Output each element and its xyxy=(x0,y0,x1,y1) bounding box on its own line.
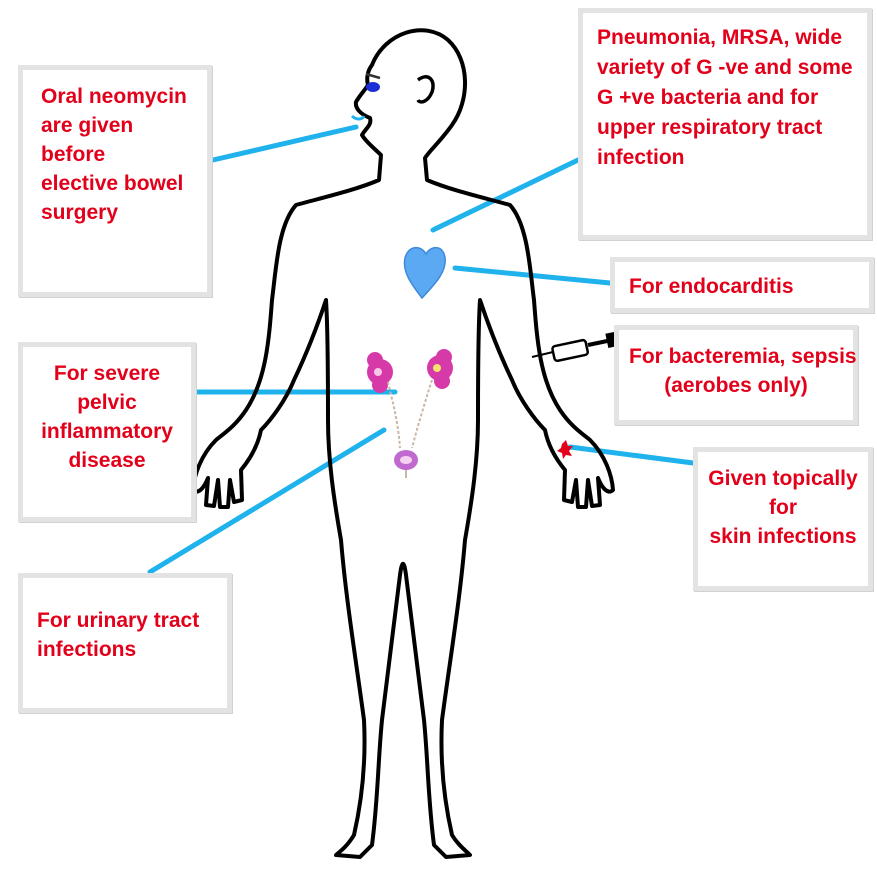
callout-line: Given topically xyxy=(704,464,862,493)
syringe-icon xyxy=(532,333,616,361)
mouth-marker xyxy=(352,116,364,119)
callout-line: inflammatory xyxy=(31,417,183,446)
callout-line: infections xyxy=(37,635,217,664)
bladder-icon xyxy=(394,450,418,478)
callout-line: (aerobes only) xyxy=(629,371,843,400)
callout-line: upper respiratory tract xyxy=(597,113,857,143)
heart-icon xyxy=(404,248,445,298)
callout-oral-neomycin: Oral neomycin are given before elective … xyxy=(18,65,212,297)
callout-line: For severe xyxy=(31,359,183,388)
leader-line-pneumonia xyxy=(433,160,578,230)
human-body-outline xyxy=(193,30,613,857)
callout-line: For urinary tract xyxy=(37,606,217,635)
callout-skin: Given topically for skin infections xyxy=(693,447,873,591)
callout-line: disease xyxy=(31,446,183,475)
callout-urinary: For urinary tract infections xyxy=(18,573,232,713)
callout-line: variety of G -ve and some xyxy=(597,53,857,83)
callout-line: pelvic xyxy=(31,388,183,417)
callout-line: for xyxy=(704,493,862,522)
callout-line: are given xyxy=(41,111,197,140)
callout-line: skin infections xyxy=(704,522,862,551)
callout-line: For bacteremia, sepsis xyxy=(629,342,843,371)
callout-line: elective bowel xyxy=(41,169,197,198)
callout-line: Oral neomycin xyxy=(41,82,197,111)
callout-line: infection xyxy=(597,143,857,173)
leader-line-skin xyxy=(570,447,693,463)
eye-icon xyxy=(366,82,380,92)
callout-line: before xyxy=(41,140,197,169)
callout-line: G +ve bacteria and for xyxy=(597,83,857,113)
leader-line-oral xyxy=(213,127,356,160)
callout-bacteremia: For bacteremia, sepsis (aerobes only) xyxy=(614,325,858,425)
callout-line: For endocarditis xyxy=(629,272,859,301)
callout-pneumonia: Pneumonia, MRSA, wide variety of G -ve a… xyxy=(578,8,872,240)
callout-line: surgery xyxy=(41,198,197,227)
callout-endocarditis: For endocarditis xyxy=(610,257,874,313)
kidney-icon xyxy=(367,349,453,393)
callout-line: Pneumonia, MRSA, wide xyxy=(597,23,857,53)
callout-pelvic: For severe pelvic inflammatory disease xyxy=(18,342,196,522)
ear-outline xyxy=(418,77,433,102)
